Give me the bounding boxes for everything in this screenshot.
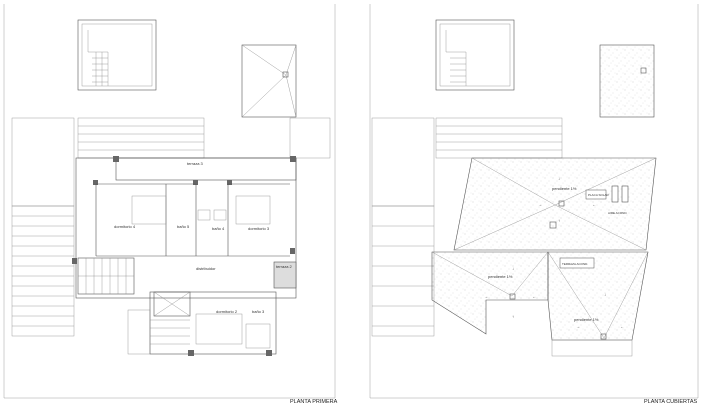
solar-panel-2 [621, 185, 629, 203]
arrow-icon: → [484, 294, 488, 299]
slope-arrows: ↓ → ← ↑ ↓ → ← ↑ ↓ → ← [484, 176, 624, 329]
right-plan-title: PLANTA CUBIERTAS [644, 399, 698, 405]
roof-lower-left [431, 251, 549, 335]
room-label-distribuidor: distribuidor [196, 266, 216, 271]
terraza-box [559, 257, 595, 269]
label-pendiente-top: pendiente 1% [552, 186, 577, 191]
room-label-dormitorio2: dormitorio 2 [216, 309, 238, 314]
sheet-frame [3, 4, 699, 399]
label-pendiente-right: pendiente 1% [574, 317, 599, 322]
arrow-icon: ↓ [558, 176, 560, 181]
room-label-bano3: baño 3 [252, 309, 265, 314]
room-label-bano4: baño 4 [212, 226, 225, 231]
skylight [241, 44, 297, 118]
room-label-bano5: baño 5 [177, 224, 190, 229]
label-terraza-box: TERRAZA ACOND. [562, 262, 588, 266]
floor-plan-lower [127, 291, 277, 356]
skylight-roof [599, 44, 655, 118]
pool-roof [435, 19, 515, 91]
lower-slats [150, 319, 190, 345]
floor-plan-main [72, 156, 297, 299]
arrow-icon: ← [532, 294, 536, 299]
stair [77, 257, 135, 295]
room-label-dormitorio4: dormitorio 4 [114, 224, 136, 229]
arrow-icon: ↓ [512, 266, 514, 271]
label-placas-solar: PLACA SOLAR [588, 193, 610, 197]
deck-slats [12, 125, 204, 327]
roof-main [453, 157, 657, 251]
room-label-terraza3: terraza 3 [187, 161, 204, 166]
label-pendiente-left: pendiente 1% [488, 274, 513, 279]
decks [11, 117, 331, 337]
arrow-icon: ↑ [558, 218, 560, 223]
pool [77, 19, 157, 91]
arrow-icon: ← [620, 324, 624, 329]
solar-label-box [585, 189, 607, 200]
left-plan: terraza 3 dormitorio 4 baño 5 baño 4 dor… [11, 19, 338, 405]
left-plan-title: PLANTA PRIMERA [290, 399, 338, 405]
arrow-icon: ← [592, 202, 596, 207]
arrow-icon: ↑ [512, 314, 514, 319]
arrow-icon: → [538, 202, 542, 207]
arrow-icon: ↓ [604, 292, 606, 297]
room-label-dormitorio3: dormitorio 3 [248, 226, 270, 231]
terraza2-area [273, 261, 297, 289]
arrow-icon: → [576, 324, 580, 329]
right-plan: ↓ → ← ↑ ↓ → ← ↑ ↓ → ← pendiente 1% PLACA… [371, 19, 698, 405]
room-label-terraza2: terraza 2 [276, 264, 293, 269]
solar-panel-1 [611, 185, 619, 203]
label-aire-acond: AIRE ACOND. [608, 211, 628, 215]
